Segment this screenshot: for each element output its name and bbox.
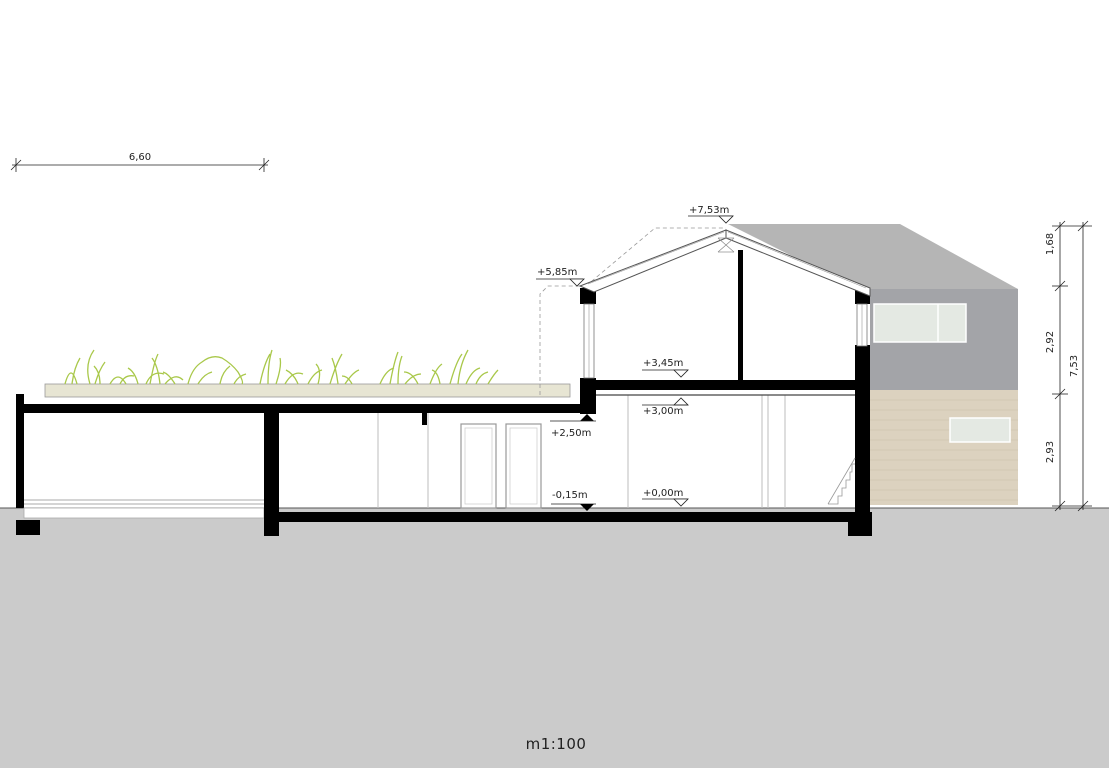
svg-text:-0,15m: -0,15m [552,490,588,501]
dimension-top: 6,60 [10,152,270,172]
roof-right [725,229,871,297]
neighbor-house [728,224,1018,505]
neighbor-facade-lower [870,390,1018,505]
height-upper-label: 2,92 [1045,331,1056,353]
level-roof-terrace: +2,50m [550,414,596,439]
plants [64,349,499,385]
stair [827,457,856,505]
svg-text:+7,53m: +7,53m [689,205,729,216]
green-roof-substrate [44,383,571,398]
dimension-top-label: 6,60 [129,152,151,163]
level-basement: -0,15m [551,490,596,511]
upper-volume [539,227,871,395]
scale-label: m1:100 [526,735,587,753]
level-ridge: +7,53m [688,205,734,224]
left-annex [16,394,268,535]
svg-text:+2,50m: +2,50m [551,428,591,439]
svg-text:+3,45m: +3,45m [643,358,683,369]
svg-text:+5,85m: +5,85m [537,267,577,278]
height-total-label: 7,53 [1069,355,1080,377]
lower-volume [264,345,872,536]
svg-text:+3,00m: +3,00m [643,406,683,417]
ground-fill [0,508,1109,768]
level-upper-floor: +3,45m [642,358,689,378]
door-right [505,423,542,509]
neighbor-roof [728,224,1018,289]
neighbor-window-upper [873,303,967,343]
door-left [460,423,497,509]
level-eave: +5,85m [536,267,585,287]
level-markers: +7,53m +5,85m +3,45m +3,00m +2,50m -0,15… [536,205,734,511]
height-dimensions: 1,68 2,92 2,93 7,53 [1045,220,1092,512]
height-roof-label: 1,68 [1045,233,1056,255]
level-ceiling: +3,00m [642,397,689,417]
svg-text:+0,00m: +0,00m [643,488,683,499]
neighbor-window-lower [949,417,1011,443]
level-ground: +0,00m [642,488,689,507]
height-lower-label: 2,93 [1045,441,1056,463]
green-roof [44,349,571,398]
